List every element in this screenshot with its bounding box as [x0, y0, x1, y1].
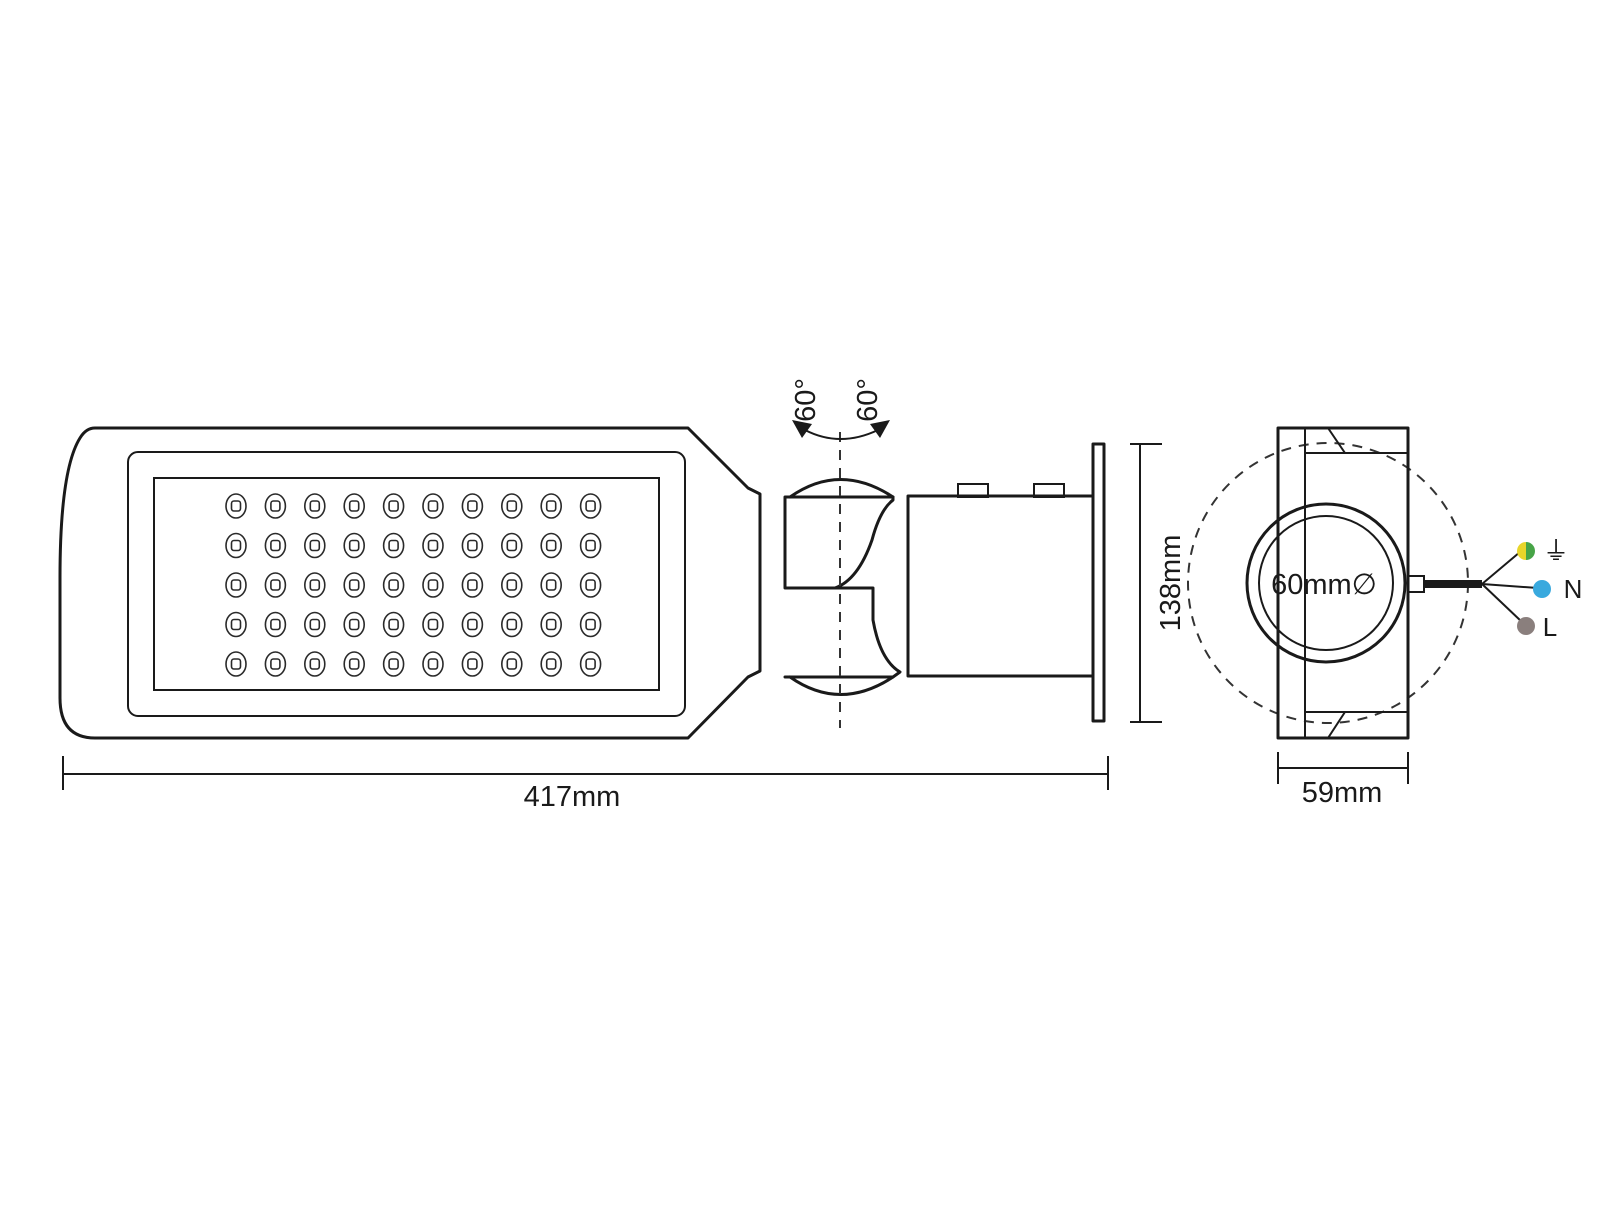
led-chip: [303, 651, 326, 677]
led-chip: [500, 493, 523, 519]
led-chip: [579, 611, 602, 638]
end-view-bottom-lip: [1305, 711, 1408, 739]
lamp-head: [58, 426, 762, 740]
led-chip: [540, 651, 563, 677]
led-chip: [343, 611, 366, 638]
led-chip: [461, 651, 484, 677]
joint-bottom-arc: [788, 675, 895, 696]
led-chip: [303, 532, 326, 559]
height-label: 138mm: [1155, 535, 1187, 632]
led-chip: [422, 532, 444, 559]
rotation-indicator: 60° 60°: [790, 378, 890, 440]
neutral-dot: [1533, 580, 1551, 598]
wire-neutral: [1481, 583, 1539, 589]
led-chip: [303, 493, 326, 519]
led-chip: [264, 572, 287, 598]
pole-inner-ring: [1258, 515, 1394, 651]
rotation-angle-right: 60°: [852, 378, 884, 422]
led-chip: [225, 493, 247, 519]
led-chip: [540, 572, 563, 598]
led-chip: [461, 493, 484, 519]
led-chip: [422, 651, 444, 677]
earth-dot-yellow: [1517, 542, 1526, 560]
led-chip: [579, 572, 602, 598]
led-chip: [382, 611, 405, 638]
cable-gland: [1407, 575, 1425, 593]
sleeve-body: [906, 494, 1095, 678]
sleeve-bolt-left: [957, 483, 989, 498]
length-dimension: 417mm: [62, 756, 1109, 813]
led-chip: [225, 532, 247, 559]
led-chip: [264, 651, 287, 677]
terminal-earth: ⏚: [1517, 536, 1569, 566]
sleeve-bolt-right: [1033, 483, 1065, 498]
led-chip: [382, 532, 405, 559]
led-chip: [264, 532, 287, 559]
terminal-neutral: N: [1533, 574, 1582, 604]
led-chip: [303, 572, 326, 598]
lamp-bezel: [127, 451, 686, 717]
led-chip: [461, 532, 484, 559]
live-dot: [1517, 617, 1535, 635]
led-chip: [343, 651, 366, 677]
led-chip: [343, 572, 366, 598]
led-chip: [422, 611, 444, 638]
led-chip: [500, 532, 523, 559]
led-chip: [382, 493, 405, 519]
led-chip: [225, 611, 247, 638]
height-dimension: 138mm: [1130, 443, 1187, 723]
led-chip: [422, 572, 444, 598]
mounting-flange: [1091, 442, 1106, 723]
led-chip: [500, 611, 523, 638]
live-label: L: [1543, 612, 1557, 642]
joint-top-arc: [788, 478, 895, 499]
wire-earth: [1481, 551, 1521, 585]
rotation-angle-left: 60°: [790, 378, 822, 422]
cable-bundle: [1424, 580, 1482, 588]
led-chip: [303, 611, 326, 638]
led-array: [225, 493, 602, 677]
led-chip: [343, 493, 366, 519]
led-chip: [264, 493, 287, 519]
terminal-live: L: [1517, 612, 1557, 642]
led-chip: [500, 572, 523, 598]
led-chip: [579, 651, 602, 677]
pole-sleeve: [906, 442, 1106, 723]
led-chip: [579, 532, 602, 559]
wiring: ⏚ N L: [1424, 536, 1582, 642]
led-chip: [343, 532, 366, 559]
rotation-arc: [804, 429, 879, 440]
led-panel: [153, 477, 660, 691]
rotation-arrow-left: [792, 420, 812, 438]
led-chip: [225, 651, 247, 677]
wire-live: [1481, 583, 1523, 623]
earth-label: ⏚: [1543, 536, 1569, 566]
rotation-arrow-right: [870, 420, 890, 438]
led-chip: [382, 572, 405, 598]
joint-lower: [783, 586, 902, 679]
end-view-top-lip: [1305, 427, 1408, 454]
led-chip: [382, 651, 405, 677]
length-label: 417mm: [524, 781, 621, 813]
led-chip: [461, 572, 484, 598]
led-chip: [225, 572, 247, 598]
pole-diameter-label: 60mm∅: [1271, 569, 1377, 601]
led-chip: [264, 611, 287, 638]
tilt-joint: [783, 432, 902, 728]
led-chip: [540, 532, 563, 559]
lamp-housing-outline: [58, 426, 762, 740]
led-chip: [461, 611, 484, 638]
led-chip: [500, 651, 523, 677]
led-chip: [540, 611, 563, 638]
depth-label: 59mm: [1302, 777, 1383, 809]
led-chip: [579, 493, 602, 519]
led-chip: [540, 493, 563, 519]
neutral-label: N: [1564, 574, 1583, 604]
led-chip: [422, 493, 444, 519]
depth-dimension: 59mm: [1277, 752, 1409, 809]
pole-outer-ring: [1245, 502, 1407, 664]
earth-dot-green: [1526, 542, 1535, 560]
